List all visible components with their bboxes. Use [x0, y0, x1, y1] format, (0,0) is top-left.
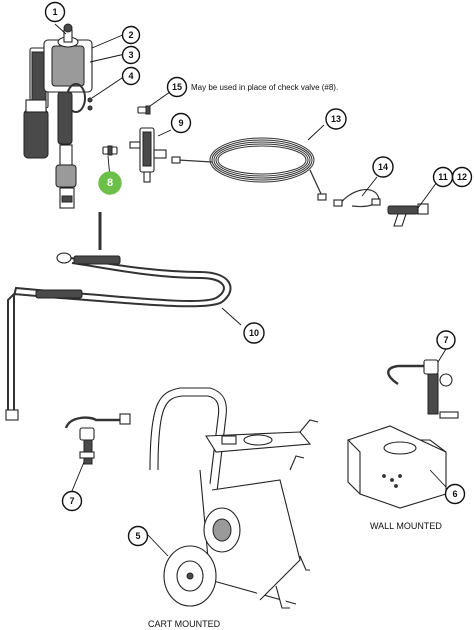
pump-assembly: [23, 23, 93, 209]
fitting-15: [137, 105, 151, 115]
caption-cart-mounted: CART MOUNTED: [148, 619, 221, 629]
callout-13-label: 13: [331, 114, 341, 124]
callout-2: 2: [121, 25, 141, 45]
callout-8-badge: [98, 171, 122, 195]
callout-1-label: 1: [52, 7, 57, 17]
callout-5: 5: [127, 525, 149, 547]
callout-10: 10: [243, 322, 265, 344]
spray-gun-11-12: [387, 203, 429, 227]
hose-14: [333, 188, 381, 208]
callout-3-label: 3: [128, 50, 133, 60]
coiled-hose-13: [171, 137, 327, 201]
callout-4: 4: [121, 66, 141, 86]
regulator-7-wall: [387, 359, 459, 419]
callout-5-label: 5: [135, 531, 140, 541]
callout-15-label: 15: [172, 82, 182, 92]
callout-13: 13: [325, 108, 347, 130]
callout-9: 9: [170, 112, 192, 134]
callout-11: 11: [432, 166, 454, 188]
check-valve-8: [102, 145, 118, 156]
callout-12: 12: [451, 166, 473, 188]
callout-10-label: 10: [249, 328, 259, 338]
callout-12-label: 12: [457, 172, 467, 182]
caption-wall-mounted: WALL MOUNTED: [370, 521, 442, 531]
callout-14: 14: [372, 156, 394, 178]
whip-hose-10: [5, 212, 232, 421]
cart-5: [149, 387, 319, 609]
callout-8-label: 8: [107, 177, 113, 189]
callout-8: 8: [98, 171, 122, 195]
callout-7-wall: 7: [436, 330, 456, 350]
callout-4-label: 4: [128, 71, 133, 81]
callout-14-label: 14: [378, 162, 388, 172]
note-15: May be used in place of check valve (#8)…: [191, 83, 338, 92]
regulator-7-cart: [64, 413, 131, 465]
wall-bracket-6: [347, 425, 447, 509]
callout-6-label: 6: [452, 489, 457, 499]
callout-7-cart-label: 7: [69, 496, 74, 506]
callout-9-label: 9: [178, 118, 183, 128]
valve-9: [129, 127, 167, 183]
callout-6: 6: [444, 483, 466, 505]
callout-1: 1: [44, 1, 66, 23]
callout-3: 3: [121, 45, 141, 65]
callout-2-label: 2: [128, 30, 133, 40]
callout-7-cart: 7: [61, 490, 83, 512]
callout-15: 15: [166, 76, 188, 98]
callout-7-wall-label: 7: [443, 335, 448, 345]
callout-11-label: 11: [438, 172, 448, 182]
